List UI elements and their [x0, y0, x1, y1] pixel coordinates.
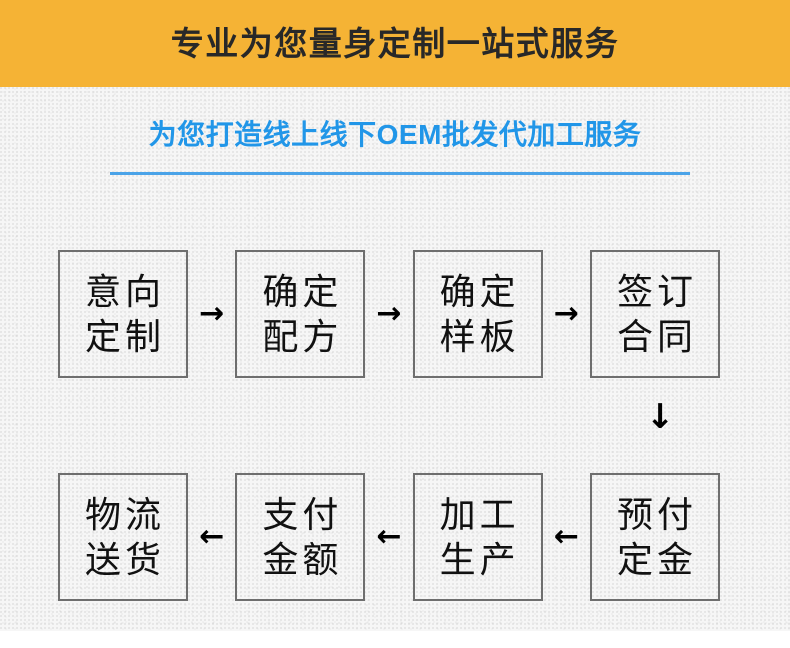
flow-row-top: 意向 定制 → 确定 配方 → 确定 样板 → 签订 合同	[58, 250, 720, 378]
node-line-2: 生产	[439, 539, 520, 580]
node-line-1: 支付	[262, 494, 343, 535]
flow-node-confirm-formula: 确定 配方	[235, 250, 366, 378]
node-line-1: 预付	[616, 494, 697, 535]
flow-node-sign-contract: 签订 合同	[589, 250, 720, 378]
flow-node-pay-balance: 支付 金额	[235, 473, 366, 601]
flow-node-intent-customization: 意向 定制	[58, 250, 188, 378]
node-line-1: 意向	[84, 271, 165, 312]
node-line-1: 确定	[262, 271, 343, 312]
node-line-2: 合同	[616, 316, 697, 357]
bottom-white-strip	[0, 631, 790, 648]
node-line-2: 送货	[84, 539, 165, 580]
subtitle: 为您打造线上线下OEM批发代加工服务	[148, 119, 642, 150]
arrow-right-icon: →	[199, 296, 225, 331]
arrow-right-icon: →	[553, 296, 579, 331]
flow-node-logistics-delivery: 物流 送货	[58, 473, 188, 601]
node-line-1: 物流	[84, 494, 165, 535]
flow-node-deposit: 预付 定金	[589, 473, 720, 601]
node-line-1: 签订	[616, 271, 697, 312]
arrow-right-icon: →	[376, 296, 402, 331]
flow-node-production: 加工 生产	[412, 473, 543, 601]
arrow-left-icon: ←	[553, 519, 579, 554]
header-band: 专业为您量身定制一站式服务	[0, 0, 790, 87]
node-line-2: 配方	[262, 316, 343, 357]
node-line-1: 确定	[439, 271, 520, 312]
node-line-2: 定金	[616, 539, 697, 580]
flow-row-bottom: 物流 送货 ← 支付 金额 ← 加工 生产 ← 预付 定金	[58, 473, 720, 601]
arrow-down-icon: ↓	[645, 397, 675, 437]
page-title: 专业为您量身定制一站式服务	[170, 25, 620, 62]
subtitle-underline-rule	[110, 172, 690, 175]
textured-background	[0, 87, 790, 631]
node-line-2: 定制	[84, 316, 165, 357]
arrow-left-icon: ←	[376, 519, 402, 554]
arrow-left-icon: ←	[199, 519, 225, 554]
flow-node-confirm-sample: 确定 样板	[412, 250, 543, 378]
node-line-1: 加工	[439, 494, 520, 535]
node-line-2: 样板	[439, 316, 520, 357]
node-line-2: 金额	[262, 539, 343, 580]
process-flow: 意向 定制 → 确定 配方 → 确定 样板 → 签订 合同 物流 送货	[58, 250, 720, 601]
subtitle-container: 为您打造线上线下OEM批发代加工服务	[0, 118, 790, 152]
